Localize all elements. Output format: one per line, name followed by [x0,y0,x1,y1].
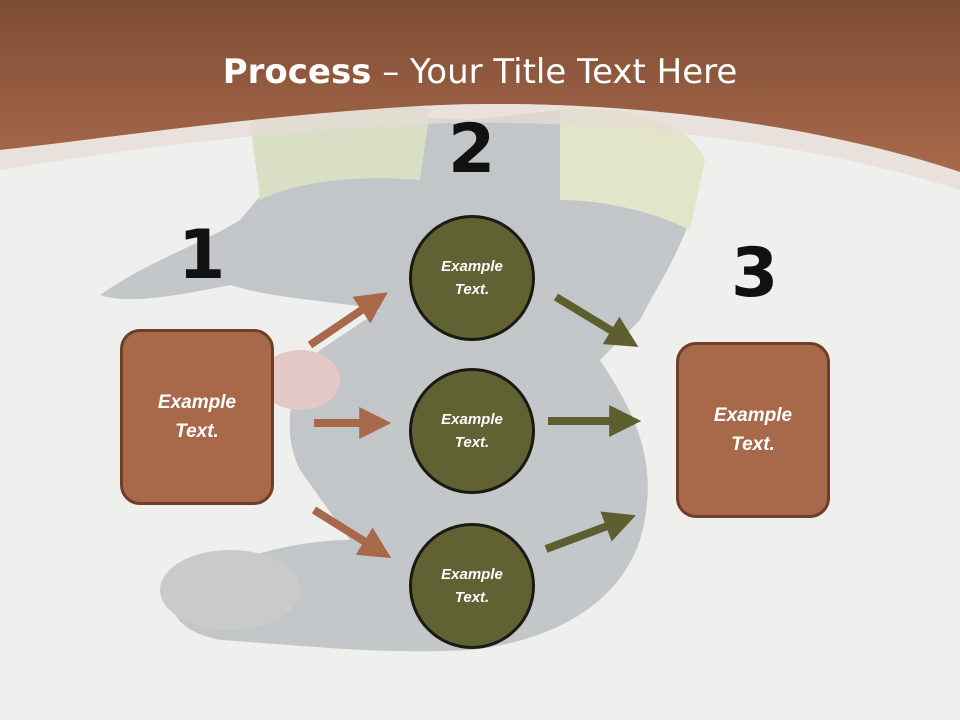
step-3-label: Example Text. [713,405,793,455]
step-1-box: Example Text. [120,329,274,505]
step-1-number: 1 [178,216,226,295]
step-2-middle-label: Example Text. [441,411,503,451]
step-2-circle-top: Example Text. [409,215,535,341]
step-3-box: Example Text. [676,342,830,518]
step-2-top-label: Example Text. [441,258,503,298]
slide-title: Process – Your Title Text Here [0,52,960,92]
arrow-in-bottom [311,506,392,559]
arrow-out-bottom [544,511,636,553]
title-rest: – Your Title Text Here [371,52,738,92]
step-2-bottom-label: Example Text. [441,566,503,606]
title-bold: Process [222,52,372,92]
step-1-label: Example Text. [157,392,237,442]
step-3-number: 3 [731,234,779,313]
arrow-in-top [307,292,388,349]
step-2-circle-middle: Example Text. [409,368,535,494]
step-2-circle-bottom: Example Text. [409,523,535,649]
arrow-out-top [553,293,639,347]
step-2-number: 2 [448,110,496,189]
